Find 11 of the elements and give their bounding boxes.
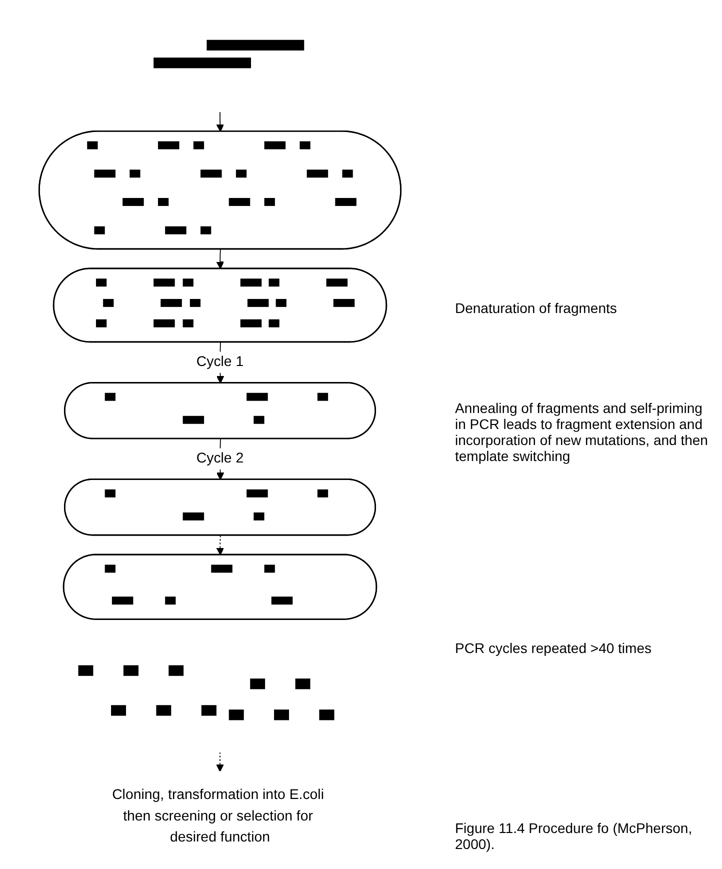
figure-caption: Figure 11.4 Procedure fo (McPherson, 2000). xyxy=(455,820,694,852)
step-note: Denaturation of fragments xyxy=(455,300,618,316)
edge-label: Cycle 1 xyxy=(196,354,244,370)
arrow xyxy=(216,535,224,556)
step-note: Annealing of fragments and self-priming in PCR leads to fragment extension and incorporation of new mutations, and then template switching xyxy=(455,400,709,464)
step-note: PCR cycles repeated >40 times xyxy=(455,640,652,656)
node-text: Cloning, transformation into E.coli then screening or selection for desired function xyxy=(112,788,324,846)
arrow xyxy=(216,752,224,772)
edge-label: Cycle 2 xyxy=(196,450,244,466)
arrow xyxy=(216,248,224,270)
arrow xyxy=(216,111,224,132)
